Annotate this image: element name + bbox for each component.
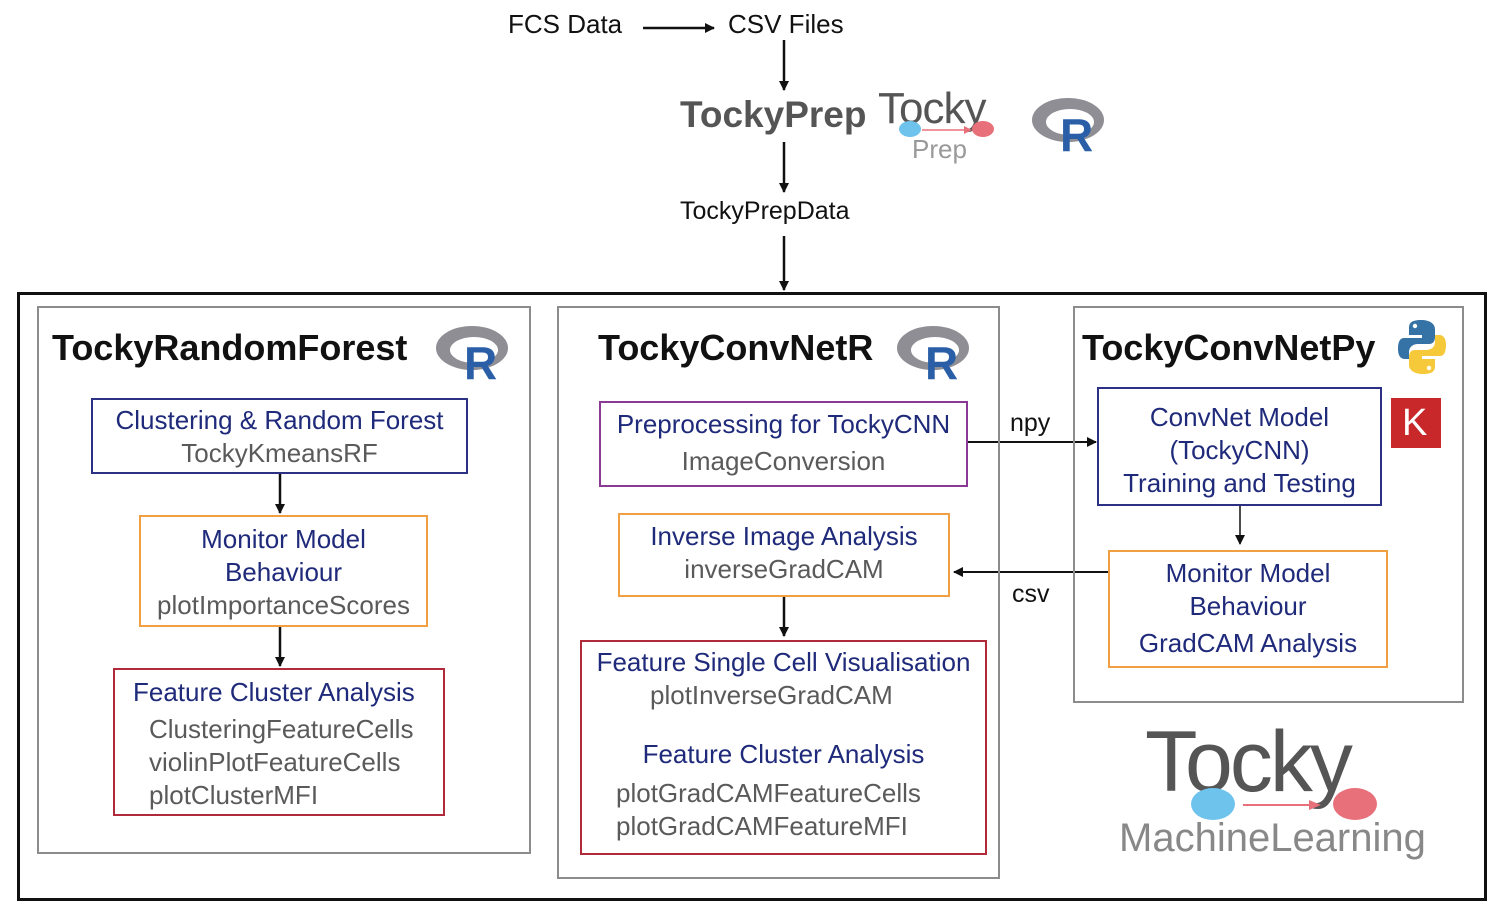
rf-feature-item: ClusteringFeatureCells [149,714,414,744]
rf-monitor-line1: Monitor Model [201,524,366,554]
r-feature-item: plotGradCAMFeatureCells [616,778,921,808]
r-feature-cluster-title: Feature Cluster Analysis [642,739,925,769]
clustering-random-forest-box: Clustering & Random Forest TockyKmeansRF [91,398,468,474]
py-monitor-line1: Monitor Model [1165,558,1331,588]
inverse-image-function: inverseGradCAM [684,554,884,584]
csv-edge-label: csv [1012,580,1050,608]
preprocessing-title: Preprocessing for TockyCNN [616,409,951,439]
rf-feature-item: plotClusterMFI [149,780,319,810]
feature-single-cell-box: Feature Single Cell Visualisation plotIn… [580,640,987,855]
r-logo-letter: R [925,337,958,384]
r-logo-icon: R [1032,98,1104,156]
rf-monitor-function: plotImportanceScores [157,590,410,620]
tockyprep-title: TockyPrep [680,94,867,135]
single-cell-function: plotInverseGradCAM [650,680,893,710]
inverse-image-box: Inverse Image Analysis inverseGradCAM [618,513,950,597]
npy-edge-label: npy [1010,409,1051,437]
rf-monitor-model-box: Monitor Model Behaviour plotImportanceSc… [139,515,428,627]
py-monitor-model-box: Monitor Model Behaviour GradCAM Analysis [1108,550,1388,668]
r-logo-icon: R [436,326,508,384]
convnet-model-line1: ConvNet Model [1149,402,1330,432]
clustering-rf-title: Clustering & Random Forest [115,405,444,435]
rf-feature-item: violinPlotFeatureCells [149,747,401,777]
convnet-model-line3: Training and Testing [1123,468,1356,498]
fcs-data-label: FCS Data [508,9,623,39]
workflow-frame [17,292,1487,901]
random-forest-title: TockyRandomForest [52,327,408,368]
keras-logo-icon: K [1391,398,1441,448]
r-logo-icon: R [897,326,969,384]
csv-files-label: CSV Files [728,9,844,39]
r-logo-letter: R [464,337,497,384]
panel-tocky-random-forest [37,306,531,854]
brand-word: Tocky [1145,714,1353,810]
convnet-r-title: TockyConvNetR [598,327,874,368]
panel-tocky-convnet-r [557,306,1000,879]
tockyprep-logo-sub: Prep [912,134,967,164]
convnet-model-box: ConvNet Model (TockyCNN) Training and Te… [1097,387,1382,506]
py-monitor-line2: Behaviour [1189,591,1307,621]
r-logo-letter: R [1060,109,1093,156]
tockyprepdata-label: TockyPrepData [680,197,850,225]
convnet-model-line2: (TockyCNN) [1169,435,1310,465]
preprocessing-function: ImageConversion [681,446,886,476]
tocky-machinelearning-logo: Tocky MachineLearning [1115,716,1435,866]
convnet-py-title: TockyConvNetPy [1082,327,1376,368]
brand-dots [1191,788,1377,820]
tockyprep-logo-dots [899,121,994,137]
rf-monitor-line2: Behaviour [224,557,343,587]
rf-feature-cluster-title: Feature Cluster Analysis [133,677,415,707]
tockyprep-logo: Tocky Prep [878,84,1008,168]
single-cell-title: Feature Single Cell Visualisation [596,647,971,677]
tockyprep-logo-word: Tocky [878,84,986,133]
clustering-rf-function: TockyKmeansRF [181,438,378,468]
preprocessing-box: Preprocessing for TockyCNN ImageConversi… [599,401,968,487]
keras-logo-letter: K [1402,402,1428,444]
rf-feature-cluster-box: Feature Cluster Analysis ClusteringFeatu… [113,668,445,816]
brand-sub: MachineLearning [1119,816,1426,860]
panel-tocky-convnet-py [1073,306,1464,703]
python-logo-icon [1398,320,1446,374]
r-feature-item: plotGradCAMFeatureMFI [616,811,908,841]
inverse-image-title: Inverse Image Analysis [650,521,918,551]
py-monitor-line3: GradCAM Analysis [1138,628,1358,658]
